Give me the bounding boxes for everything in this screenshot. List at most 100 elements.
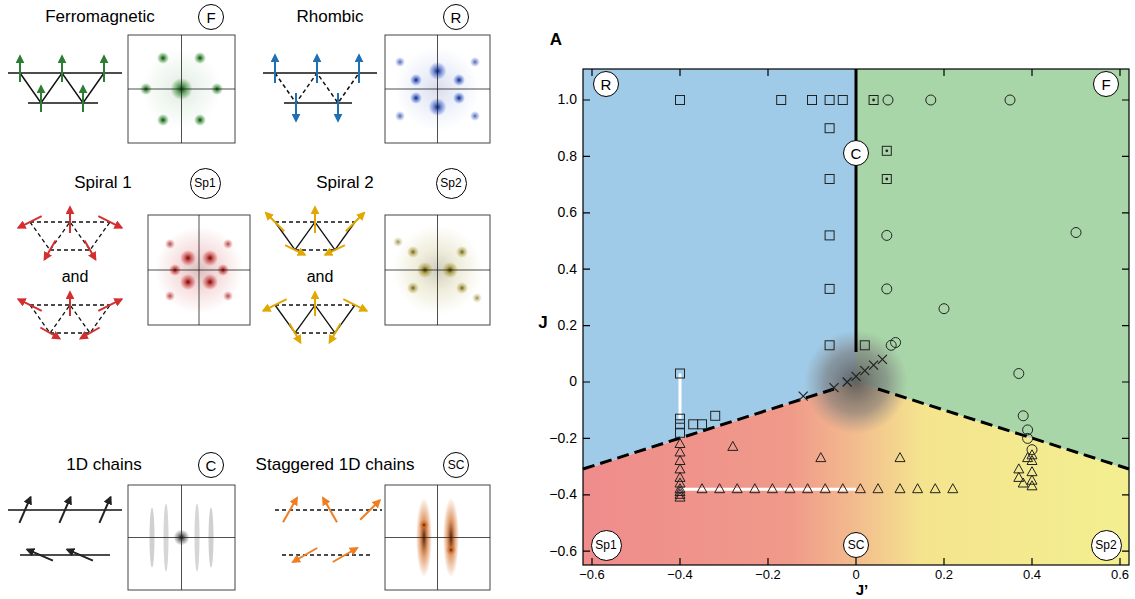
data-cross <box>830 383 839 392</box>
pattern-frame <box>128 485 235 590</box>
spin-arrow <box>99 497 110 523</box>
phase-boundary <box>855 69 858 352</box>
spin-arrow <box>59 497 70 523</box>
data-square <box>689 420 698 429</box>
data-circle <box>926 95 936 105</box>
crosshair <box>385 89 490 90</box>
chains-pattern <box>128 485 235 590</box>
spin-arrow <box>337 93 339 121</box>
badge-text: F <box>1101 77 1110 92</box>
spin-arrow <box>27 549 53 560</box>
pattern-frame <box>385 215 490 325</box>
spin-arrow <box>314 207 316 233</box>
x-ticks <box>592 69 1120 565</box>
bragg-peak <box>446 545 456 555</box>
bragg-peak <box>456 246 468 258</box>
data-circle <box>939 304 949 314</box>
rhombic-spins <box>275 55 359 121</box>
pattern-frame <box>128 35 235 143</box>
phase-badge: Sp1 <box>591 530 622 561</box>
data-points <box>675 95 1081 501</box>
bragg-peak <box>223 291 233 301</box>
bragg-peak <box>180 250 196 266</box>
bragg-peak <box>470 57 480 67</box>
data-square <box>825 175 834 184</box>
pattern-frame <box>385 485 490 590</box>
data-triangle <box>895 453 905 462</box>
tick-label: −0.4 <box>549 487 577 502</box>
axis-title: J <box>538 314 547 333</box>
data-square <box>676 420 685 429</box>
tick-label: 0 <box>569 374 577 389</box>
spin-arrow <box>325 245 345 255</box>
spin-arrow <box>61 56 63 82</box>
scan-path <box>679 374 682 419</box>
spin-arrow <box>346 213 364 231</box>
axis-title: J’ <box>856 582 869 599</box>
tick-label: 0 <box>852 568 859 582</box>
data-triangle <box>948 484 958 493</box>
bragg-peak <box>223 239 233 249</box>
bragg-peak <box>410 92 422 104</box>
data-triangle <box>675 492 685 501</box>
tick-label: 0.6 <box>1111 568 1129 582</box>
spin-arrow <box>358 55 360 83</box>
spin-arrow <box>263 299 286 311</box>
phase-badge: Sp1 <box>190 168 221 199</box>
spin-arrow <box>19 497 30 523</box>
spin-arrow <box>283 498 297 522</box>
staggered-pattern <box>385 485 490 590</box>
phase-regions <box>583 69 1129 565</box>
data-dot-square <box>882 175 891 184</box>
data-square <box>808 96 817 105</box>
chain-line <box>50 249 90 250</box>
spin-arrow <box>85 241 96 260</box>
data-triangle <box>855 484 865 493</box>
spiral1-pattern <box>148 215 250 325</box>
badge-text: F <box>206 10 215 25</box>
panel-title: Staggered 1D chains <box>256 456 415 475</box>
tick-label: −0.6 <box>579 568 605 582</box>
data-triangle <box>820 484 830 493</box>
data-triangle <box>816 453 826 462</box>
plot-axes <box>583 69 1129 565</box>
tick-label: 0.4 <box>558 262 577 277</box>
crosshair <box>385 537 490 538</box>
data-cross <box>878 355 887 364</box>
tick-label: −0.2 <box>755 568 781 582</box>
y-ticks <box>583 100 1129 551</box>
staggered-spins <box>283 498 380 562</box>
chain-line <box>50 332 90 333</box>
phase-boundary <box>878 389 1129 469</box>
spin-arrow <box>330 323 341 342</box>
spin-arrow <box>18 299 41 311</box>
data-square <box>676 414 685 423</box>
tick-label: 0.2 <box>935 568 953 582</box>
data-square <box>676 428 685 437</box>
spin-arrow <box>293 548 317 562</box>
crosshair <box>148 270 250 271</box>
crosshair <box>385 270 490 271</box>
spiral2-spins <box>263 207 366 343</box>
spiral2-pattern <box>385 215 490 325</box>
panel-title: Spiral 2 <box>316 174 374 193</box>
tick-label: −0.2 <box>549 431 577 446</box>
bragg-peak <box>180 274 196 290</box>
data-circle <box>1005 95 1015 105</box>
spin-arrow <box>295 93 297 121</box>
data-triangle <box>732 484 742 493</box>
rhombic-pattern <box>385 35 490 143</box>
data-triangle <box>785 484 795 493</box>
spin-arrow <box>67 549 93 560</box>
phase-badge: C <box>198 452 224 478</box>
scan-path <box>680 488 856 491</box>
bragg-peak <box>165 291 175 301</box>
spin-arrow <box>323 498 337 522</box>
data-square <box>825 341 834 350</box>
data-square <box>825 284 834 293</box>
data-circle <box>1023 433 1033 443</box>
chain-line <box>295 332 335 333</box>
phase-boundaries <box>583 69 1129 489</box>
data-triangle <box>895 484 905 493</box>
panel-letter: A <box>550 31 562 50</box>
